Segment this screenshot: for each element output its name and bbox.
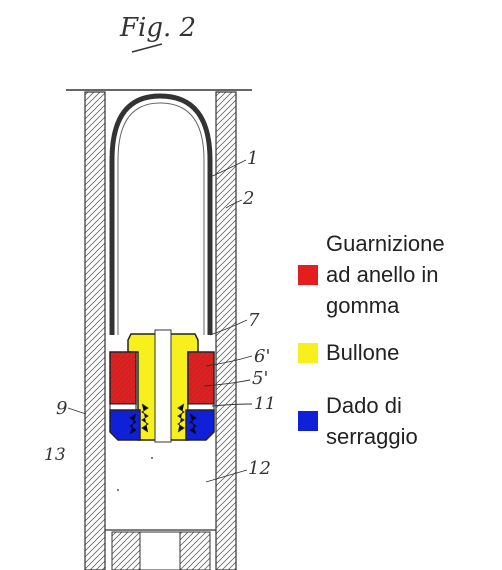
bolt-bore: [154, 329, 172, 443]
title-underline: [131, 43, 163, 53]
dome-cap: [109, 93, 213, 335]
legend-label-ring-seal: Guarnizione ad anello in gomma: [326, 231, 445, 318]
legend-item-ring-seal: Guarnizione ad anello in gomma: [298, 228, 498, 321]
legend-label-nut: Dado di serraggio: [326, 393, 418, 449]
ref-5: 5': [252, 368, 268, 389]
legend-label-bolt: Bullone: [326, 340, 400, 365]
washer-left: [109, 403, 137, 411]
ref-9: 9: [56, 398, 67, 419]
reference-numbers: 1 2 7 6' 5' 11 9 13 12: [44, 148, 276, 479]
ref-13: 13: [44, 445, 66, 465]
ref-12: 12: [248, 458, 271, 479]
figure-title: Fig. 2: [119, 13, 196, 43]
washer-right: [187, 403, 215, 411]
lower-bore: [139, 531, 181, 570]
legend: Guarnizione ad anello in gomma Bullone D…: [298, 228, 498, 472]
ref-7: 7: [248, 310, 260, 331]
ref-1: 1: [247, 148, 258, 169]
legend-swatch-red: [298, 264, 318, 285]
ref-11: 11: [254, 394, 276, 414]
legend-swatch-blue: [298, 411, 318, 431]
bolt-threads: [141, 403, 185, 433]
right-wall: [215, 91, 237, 570]
legend-item-bolt: Bullone: [298, 337, 498, 368]
leader-lines: [67, 159, 253, 483]
ref-6: 6': [254, 346, 270, 367]
ref-2: 2: [242, 188, 254, 209]
legend-item-nut: Dado di serraggio: [298, 390, 498, 452]
legend-swatch-yellow: [298, 342, 318, 363]
left-wall: [84, 91, 106, 570]
